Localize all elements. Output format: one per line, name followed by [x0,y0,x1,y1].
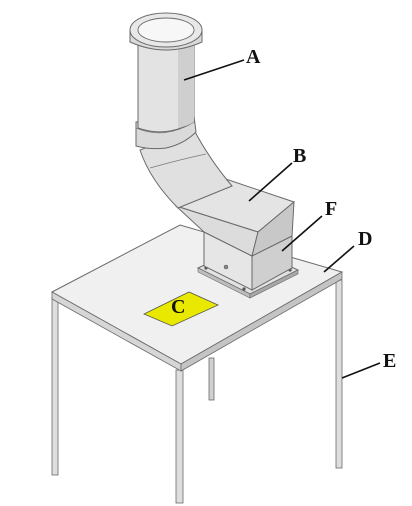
leader-line-d [323,245,355,273]
leg-right [335,279,343,469]
yellow-marker-area [143,291,219,327]
labels: A B C D E F [171,46,396,372]
label-e: E [383,350,396,372]
hood [175,172,296,257]
hood-right-face [251,200,295,257]
leader-line-f [281,215,323,252]
leader-line-a [183,59,245,81]
label-c: C [171,296,185,318]
elbow-lower-segment [139,129,233,209]
leader-lines [183,59,381,379]
sensor-port [223,264,229,270]
pipe-shade [178,40,194,128]
flange-edge-right [249,269,299,299]
vertical-pipe [129,12,203,133]
label-b: B [293,145,306,167]
leg-front [175,369,184,504]
table-edge-right [180,271,343,372]
label-f: F [325,198,337,220]
leader-line-b [248,162,293,202]
elbow-seam [149,153,207,169]
label-a: A [246,46,261,68]
leg-front-left [51,296,59,476]
table-top-surface [50,224,344,365]
leg-rear [208,357,215,401]
label-d: D [358,228,372,250]
bolt-hole [242,287,246,291]
leader-line-e [341,362,381,379]
pipe-opening [137,17,195,43]
